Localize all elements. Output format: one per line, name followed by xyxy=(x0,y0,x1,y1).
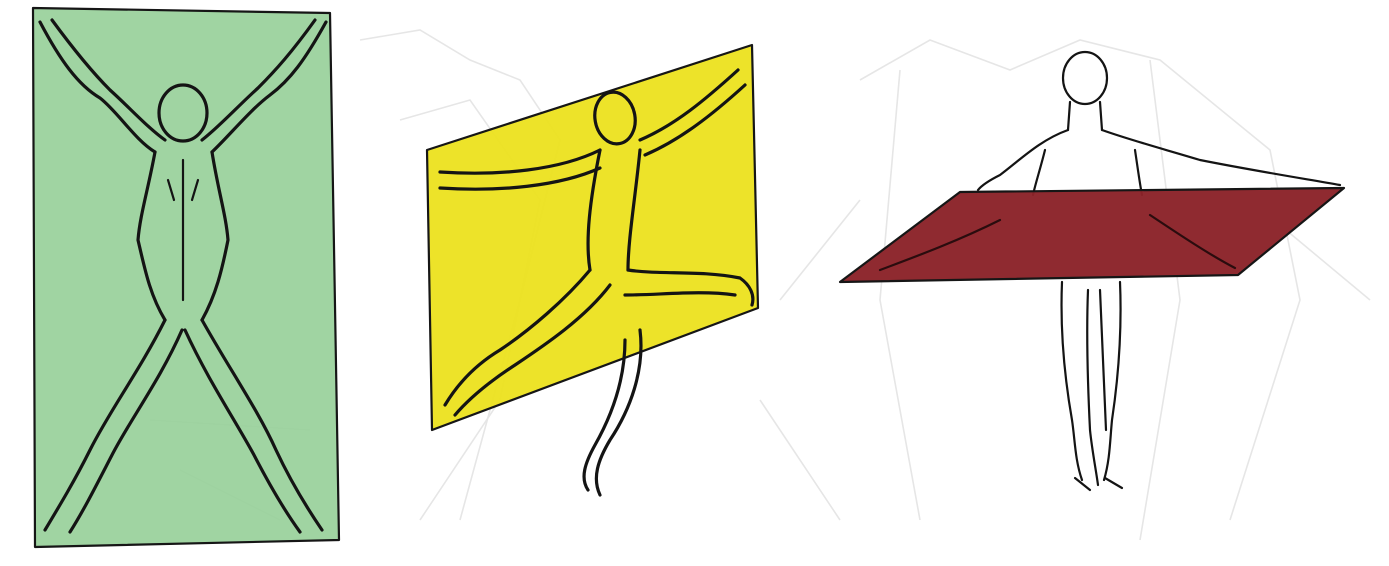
transverse-plane-panel xyxy=(840,52,1344,490)
sagittal-plane-panel xyxy=(427,45,758,495)
transverse-plane xyxy=(840,188,1344,282)
sagittal-plane xyxy=(427,45,758,430)
frontal-plane xyxy=(33,8,339,547)
frontal-plane-panel xyxy=(33,8,339,547)
transverse-figure-lower xyxy=(1062,282,1122,490)
transverse-figure-upper xyxy=(978,52,1340,195)
